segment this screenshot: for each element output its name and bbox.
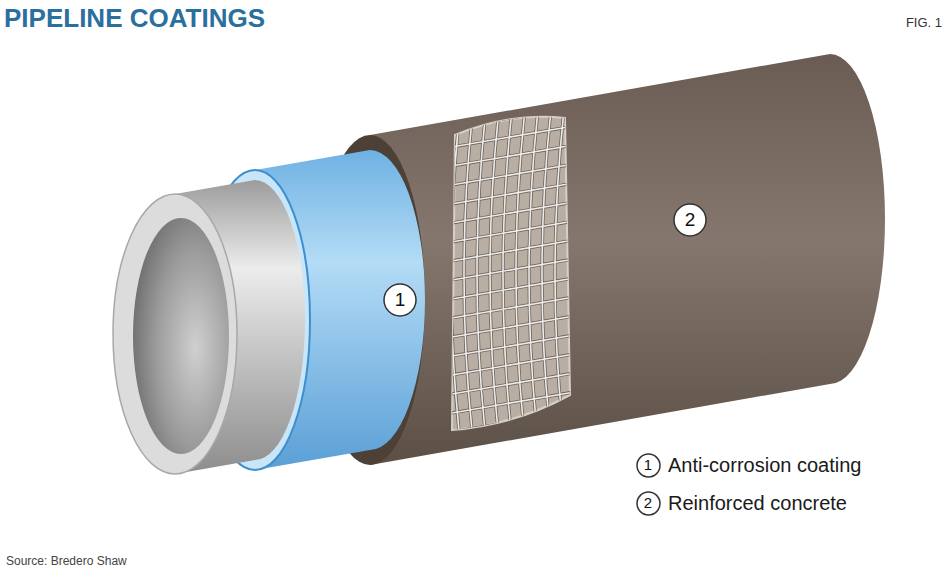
concrete-body <box>370 54 885 465</box>
callout-number: 2 <box>685 210 696 231</box>
steel-layer <box>113 180 305 474</box>
mesh-wire <box>440 106 580 440</box>
circle-outline-shape <box>637 492 660 515</box>
callout-number-circle: 2 <box>673 203 707 237</box>
circle-outline-shape <box>674 204 706 236</box>
figure-number: FIG. 1 <box>906 15 942 30</box>
circle-outline-shape <box>637 454 660 477</box>
title-box: PIPELINE COATINGS <box>4 3 265 34</box>
source-note-box: Source: Bredero Shaw <box>6 551 127 569</box>
steel-face <box>113 194 237 474</box>
source-note: Source: Bredero Shaw <box>6 554 127 568</box>
legend-key-number: 1 <box>644 457 652 474</box>
legend-row: Reinforced concrete <box>668 492 847 515</box>
callout-number-circle: 1 <box>383 283 417 317</box>
legend-text: Reinforced concrete <box>668 492 847 515</box>
steel-bore <box>133 218 229 454</box>
wire-mesh <box>440 106 580 440</box>
mesh-shadow <box>440 106 580 440</box>
legend-key-number: 2 <box>644 495 652 512</box>
legend-text: Anti-corrosion coating <box>668 454 861 477</box>
callout-number: 1 <box>395 290 406 311</box>
figure-number-box: FIG. 1 <box>906 13 942 31</box>
figure-title: PIPELINE COATINGS <box>4 3 265 34</box>
legend-row: Anti-corrosion coating <box>668 454 861 477</box>
legend-key-number-circle: 2 <box>636 491 661 516</box>
circle-outline-shape <box>384 284 416 316</box>
legend-key-number-circle: 1 <box>636 453 661 478</box>
